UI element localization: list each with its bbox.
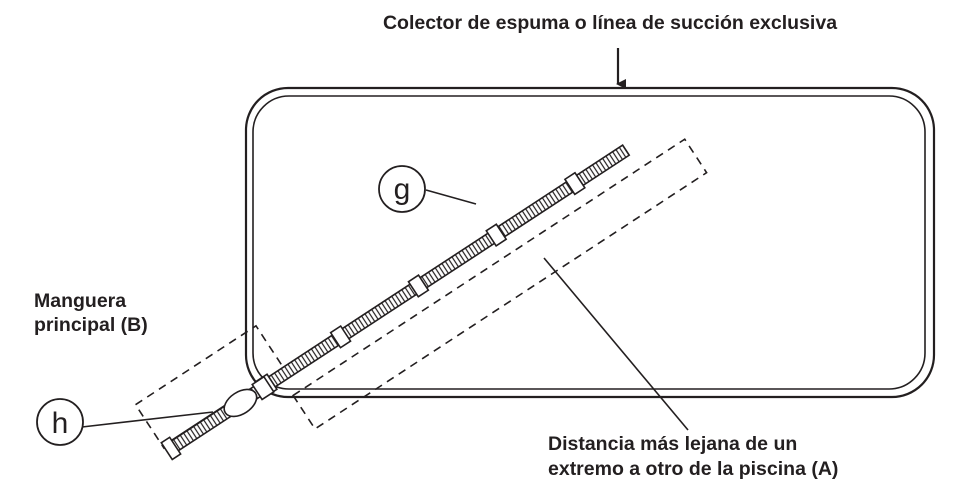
- main-hose-label-line2: principal (B): [34, 314, 148, 336]
- pool-inner-wall: [252, 95, 926, 390]
- pool-outer-wall: [244, 86, 936, 399]
- distance-label-line1: Distancia más lejana de un: [548, 433, 798, 455]
- hose-end-cuff: [160, 436, 182, 461]
- distance-leader-line: [543, 257, 689, 431]
- distance-label: Distancia más lejana de un extremo a otr…: [548, 432, 838, 482]
- callout-g: g: [378, 165, 477, 213]
- callout-h-circle: [36, 398, 84, 446]
- hose-coupling: [563, 171, 586, 196]
- callout-g-leader: [425, 189, 477, 205]
- hose-coupling: [407, 274, 430, 298]
- distance-label-line2: extremo a otro de la piscina (A): [548, 458, 839, 480]
- distance-a-dashed-box: [291, 138, 708, 431]
- callout-h: h: [36, 398, 214, 446]
- main-hose-segment: [160, 375, 275, 461]
- callout-g-text: g: [394, 173, 411, 206]
- hose-connector: [223, 388, 258, 418]
- skimmer-label: Colector de espuma o línea de succión ex…: [382, 12, 838, 34]
- main-hose-label-line1: Manguera: [34, 290, 127, 312]
- callout-h-leader: [81, 411, 214, 428]
- hose-coupling: [329, 324, 352, 349]
- callout-h-text: h: [52, 407, 69, 440]
- callout-g-circle: [378, 165, 426, 213]
- hose-coupling: [485, 223, 508, 247]
- main-hose-label: Manguera principal (B): [34, 289, 148, 337]
- hose-connector-collar: [251, 375, 275, 401]
